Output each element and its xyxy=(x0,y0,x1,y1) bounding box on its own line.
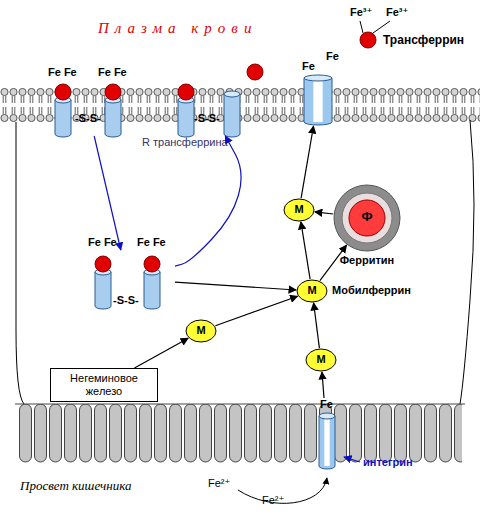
ion-label: Fe xyxy=(326,50,339,63)
bond-line xyxy=(360,21,363,33)
flow-arrow xyxy=(322,372,324,398)
mobilferrin-oval xyxy=(284,199,314,221)
brush-border-line xyxy=(15,404,465,405)
leader-arrow xyxy=(344,457,360,462)
node-heading: Мобилферрин xyxy=(332,284,411,297)
mobilferrin-oval: MМобилферрин xyxy=(296,279,406,303)
mobilferrin-oval xyxy=(306,349,336,371)
transferrin-symbol xyxy=(105,84,121,100)
bond-line xyxy=(373,21,390,33)
mobilferrin-oval: M xyxy=(305,348,337,372)
flow-arrow xyxy=(175,136,241,266)
node-text: Ф xyxy=(327,210,407,223)
node-text: M xyxy=(296,284,328,297)
flow-arrow xyxy=(301,126,313,198)
node-text: R трансферрина xyxy=(142,136,228,149)
region-title: Просвет кишечника xyxy=(20,478,131,493)
protein-cylinder xyxy=(304,78,332,125)
protein-cylinder xyxy=(144,272,160,309)
ion-label: Fe²⁺ xyxy=(208,477,230,490)
transferrin-receptor-complex-shape xyxy=(45,78,130,136)
node-text: M xyxy=(283,203,315,216)
channel-pore xyxy=(313,78,322,122)
region-title: Плазма крови xyxy=(98,20,257,37)
node-heading: Fe Fe xyxy=(98,66,127,79)
flow-arrow xyxy=(135,338,189,368)
transferrin-symbol xyxy=(95,256,111,272)
flow-arrow xyxy=(301,222,310,279)
cell-wall xyxy=(16,122,24,404)
bond-label: -S-S- xyxy=(113,294,139,307)
ion-label: Fe³⁺ xyxy=(386,6,408,19)
protein-label: Трансферрин xyxy=(383,34,464,47)
protein-cylinder xyxy=(55,100,71,137)
bond-label: -S-S- xyxy=(194,112,220,125)
protein-cylinder xyxy=(95,272,111,309)
bond-label: -S-S- xyxy=(75,112,101,125)
flow-arrow xyxy=(94,136,121,250)
node-text: Fe xyxy=(302,60,315,73)
mobilferrin-oval: M xyxy=(283,198,315,222)
protein-cylinder xyxy=(319,416,335,469)
transferrin-receptor-complex: Fe Fe Fe Fe xyxy=(45,66,130,136)
transferrin-symbol xyxy=(360,32,376,48)
protein-top xyxy=(224,91,240,97)
transferrin-receptor-shape xyxy=(172,78,247,136)
protein-cylinder xyxy=(178,100,194,137)
transferrin-symbol xyxy=(55,84,71,100)
protein-cylinder xyxy=(224,94,240,137)
ion-label: Fe²⁺ xyxy=(262,494,284,507)
protein-cylinder xyxy=(105,100,121,137)
node-text: M xyxy=(185,324,217,337)
protein-top xyxy=(319,413,335,419)
node-heading: Fe Fe xyxy=(137,236,166,249)
transferrin-receptor: R трансферрина xyxy=(172,66,247,151)
flow-arrow xyxy=(314,303,320,348)
cell-wall xyxy=(460,120,474,404)
node-heading: Ферритин xyxy=(327,254,407,267)
flow-arrow xyxy=(175,282,296,290)
node-text: Fe Fe xyxy=(88,236,117,249)
ferritin-circle: Ф Ферритин xyxy=(327,184,407,268)
process-box: Негеминовое железо xyxy=(50,368,158,402)
node-text: Негеминовое железо xyxy=(53,372,155,398)
integrin-channel: Fe xyxy=(313,398,341,472)
export-channel: Fe xyxy=(300,60,336,126)
export-channel-shape xyxy=(300,74,336,126)
node-text: Fe Fe xyxy=(48,66,77,79)
transferrin-symbol xyxy=(178,84,194,100)
flow-arrow xyxy=(315,212,333,214)
node-text: Fe xyxy=(320,398,333,411)
mobilferrin-oval xyxy=(297,280,327,302)
mobilferrin-oval xyxy=(186,320,216,342)
flow-arrow xyxy=(215,296,297,326)
integrin-channel-shape xyxy=(315,412,339,470)
protein-label: интегрин xyxy=(363,456,413,469)
ion-label: Fe³⁺ xyxy=(350,6,372,19)
free-transferrin xyxy=(247,64,263,80)
mobilferrin-oval: M xyxy=(185,319,217,343)
node-text: M xyxy=(305,353,337,366)
protein-top xyxy=(304,75,332,81)
transferrin-symbol xyxy=(144,256,160,272)
channel-pore xyxy=(324,416,329,466)
